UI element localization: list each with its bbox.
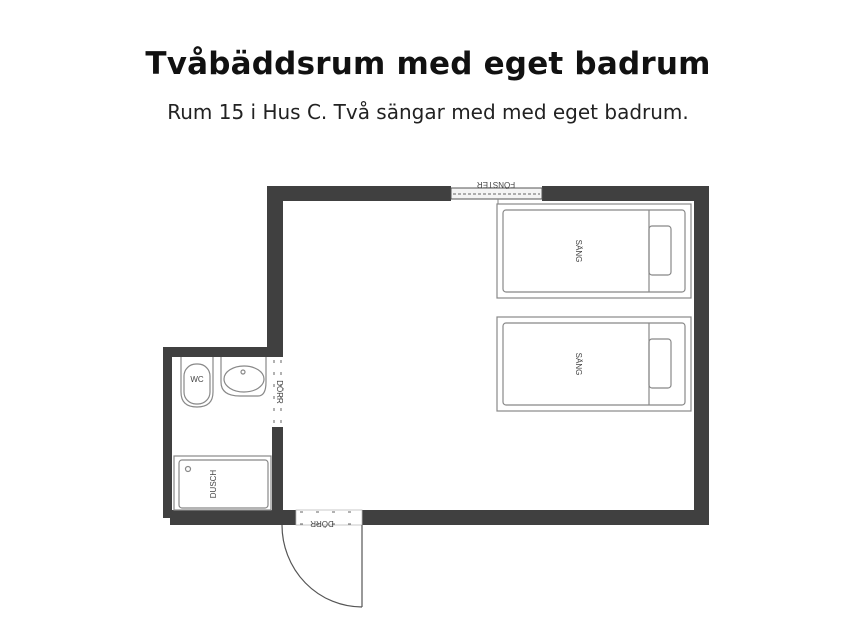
entrance-door-label: DÖRR xyxy=(310,519,334,528)
bed-2-label: SÄNG xyxy=(574,353,583,376)
bathroom-door[interactable]: DÖRR xyxy=(272,357,284,427)
shower: DUSCH xyxy=(173,455,272,511)
toilet-label: WC xyxy=(190,375,204,384)
bed-1-label: SÄNG xyxy=(574,240,583,263)
walls xyxy=(163,186,709,525)
sink xyxy=(220,357,267,397)
bed-2: SÄNG xyxy=(496,316,692,412)
shower-label: DUSCH xyxy=(209,470,218,499)
page-subtitle: Rum 15 i Hus C. Två sängar med med eget … xyxy=(167,100,689,124)
toilet: WC xyxy=(180,357,214,408)
bed-1: SÄNG xyxy=(496,203,692,299)
window-label: FÖNSTER xyxy=(477,180,515,189)
bathroom-door-label: DÖRR xyxy=(275,380,284,404)
page-title: Tvåbäddsrum med eget badrum xyxy=(145,46,711,82)
entrance-door[interactable]: DÖRR xyxy=(281,509,363,608)
